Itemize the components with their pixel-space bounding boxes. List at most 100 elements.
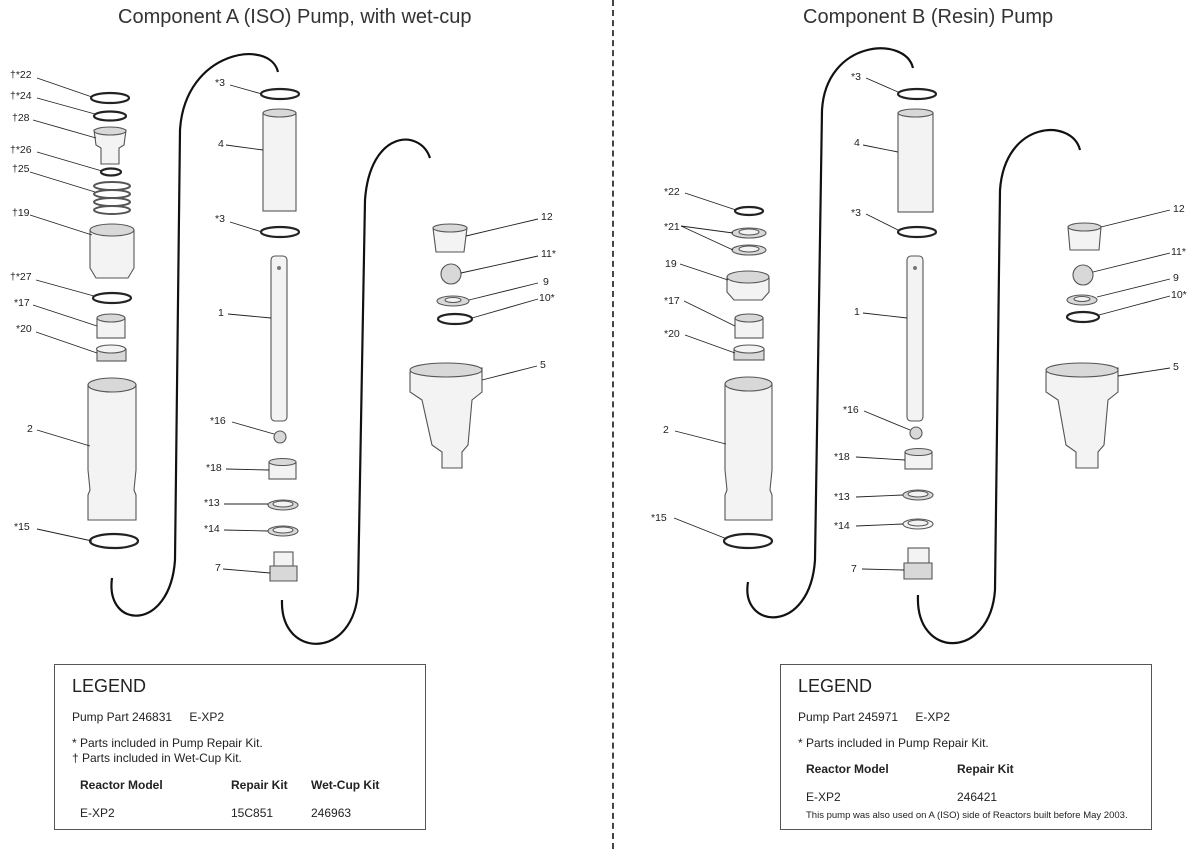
a-label-17: *17 (14, 297, 30, 309)
legend-a-pump-model: E-XP2 (189, 710, 225, 724)
a-part-24-ring (92, 110, 128, 122)
b-label-7: 7 (851, 563, 857, 575)
a-part-19-packing-nut (89, 223, 135, 279)
center-divider (612, 0, 614, 849)
a-part-22-ring (89, 91, 131, 105)
legend-a-cell-reactor-model: E-XP2 (80, 806, 115, 820)
legend-b-note-repair: * Parts included in Pump Repair Kit. (798, 736, 989, 750)
component-b-title: Component B (Resin) Pump (803, 6, 1054, 28)
b-part-21-seals (731, 227, 767, 256)
a-label-16: *16 (210, 415, 226, 427)
legend-b-footnote: This pump was also used on A (ISO) side … (806, 810, 1128, 821)
a-part-13-seal (267, 499, 299, 511)
b-label-13: *13 (834, 491, 850, 503)
b-part-1-rod (906, 255, 924, 422)
b-part-4-sleeve (897, 108, 934, 213)
b-part-12-guide (1067, 222, 1102, 251)
b-part-15-ring (722, 532, 774, 550)
legend-a-note-repair: * Parts included in Pump Repair Kit. (72, 736, 263, 750)
b-label-3-low: *3 (851, 207, 861, 219)
a-label-28: †28 (12, 112, 30, 124)
b-label-1: 1 (854, 306, 860, 318)
a-part-14-seal (267, 525, 299, 537)
b-label-16: *16 (843, 404, 859, 416)
a-part-11-ball (440, 263, 462, 285)
b-label-14: *14 (834, 520, 850, 532)
a-label-20: *20 (16, 323, 32, 335)
legend-a-cell-wet-cup-kit: 246963 (311, 806, 352, 820)
b-part-3-top-ring (896, 87, 938, 101)
legend-b-pump-model: E-XP2 (915, 710, 951, 724)
a-part-12-guide (432, 223, 468, 253)
legend-a-note-wetcup: † Parts included in Wet-Cup Kit. (72, 751, 242, 765)
a-part-1-rod (270, 255, 288, 422)
b-part-18-seat (904, 447, 933, 470)
a-label-27: †*27 (10, 271, 32, 283)
b-label-5: 5 (1173, 361, 1179, 373)
b-label-4: 4 (854, 137, 860, 149)
a-part-27-ring (91, 291, 133, 305)
a-label-19: †19 (12, 207, 30, 219)
a-label-22: †*22 (10, 69, 32, 81)
b-hose-left (746, 47, 915, 619)
a-label-26: †*26 (10, 144, 32, 156)
component-a-title: Component A (ISO) Pump, with wet-cup (118, 6, 472, 28)
b-part-16-ball (909, 426, 923, 440)
b-part-13-seal (902, 489, 934, 501)
b-part-9-seat (1066, 294, 1098, 306)
a-label-10: 10* (539, 292, 555, 304)
b-label-20: *20 (664, 328, 680, 340)
a-label-18: *18 (206, 462, 222, 474)
legend-b-cell-reactor-model: E-XP2 (806, 790, 841, 804)
a-part-10-ring (436, 312, 474, 326)
b-label-3-top: *3 (851, 71, 861, 83)
b-label-17: *17 (664, 295, 680, 307)
legend-b-pump-part-number: Pump Part 245971 (798, 710, 899, 724)
legend-b-cell-repair-kit: 246421 (957, 790, 998, 804)
a-part-3-top-ring (259, 87, 301, 101)
a-label-13: *13 (204, 497, 220, 509)
a-part-2-cylinder (87, 377, 137, 521)
b-label-18: *18 (834, 451, 850, 463)
legend-a-header-wet-cup-kit: Wet-Cup Kit (311, 778, 380, 792)
legend-b-pump-part: Pump Part 245971 E-XP2 (798, 710, 950, 724)
a-label-3-low: *3 (215, 213, 225, 225)
b-part-2-cylinder (724, 376, 773, 521)
b-part-7-piston (903, 547, 933, 580)
a-part-3-low-ring (259, 225, 301, 239)
a-part-25-spring (93, 181, 131, 215)
legend-a-cell-repair-kit: 15C851 (231, 806, 274, 820)
b-label-22: *22 (664, 186, 680, 198)
b-label-21: *21 (664, 221, 680, 233)
a-part-15-ring (88, 532, 140, 550)
a-part-9-seat (436, 295, 470, 307)
a-label-5: 5 (540, 359, 546, 371)
legend-a-pump-part-number: Pump Part 246831 (72, 710, 173, 724)
a-label-7: 7 (215, 562, 221, 574)
b-label-10: 10* (1171, 289, 1187, 301)
legend-b-header-repair-kit: Repair Kit (957, 762, 1014, 776)
a-label-4: 4 (218, 138, 224, 150)
a-hose-left (110, 53, 280, 617)
legend-b-header-reactor-model: Reactor Model (806, 762, 889, 776)
legend-a-pump-part: Pump Part 246831 E-XP2 (72, 710, 224, 724)
b-part-19-packing-nut (726, 270, 770, 301)
legend-a-header-reactor-model: Reactor Model (80, 778, 163, 792)
b-part-14-seal (902, 518, 934, 530)
b-label-9: 9 (1173, 272, 1179, 284)
b-label-19: 19 (665, 258, 677, 270)
b-part-11-ball (1072, 264, 1094, 286)
a-label-24: †*24 (10, 90, 32, 102)
a-part-18-seat (268, 457, 297, 480)
a-label-3-top: *3 (215, 77, 225, 89)
a-part-26-ring (99, 167, 123, 177)
legend-component-b: LEGEND Pump Part 245971 E-XP2 * Parts in… (780, 664, 1152, 830)
legend-component-a: LEGEND Pump Part 246831 E-XP2 * Parts in… (54, 664, 426, 830)
b-label-2: 2 (663, 424, 669, 436)
a-part-5-intake-housing (409, 362, 483, 469)
b-label-12: 12 (1173, 203, 1185, 215)
legend-b-title: LEGEND (798, 676, 873, 696)
b-part-5-intake-housing (1045, 362, 1119, 469)
a-part-4-sleeve (262, 108, 297, 212)
a-label-11: 11* (541, 248, 556, 260)
